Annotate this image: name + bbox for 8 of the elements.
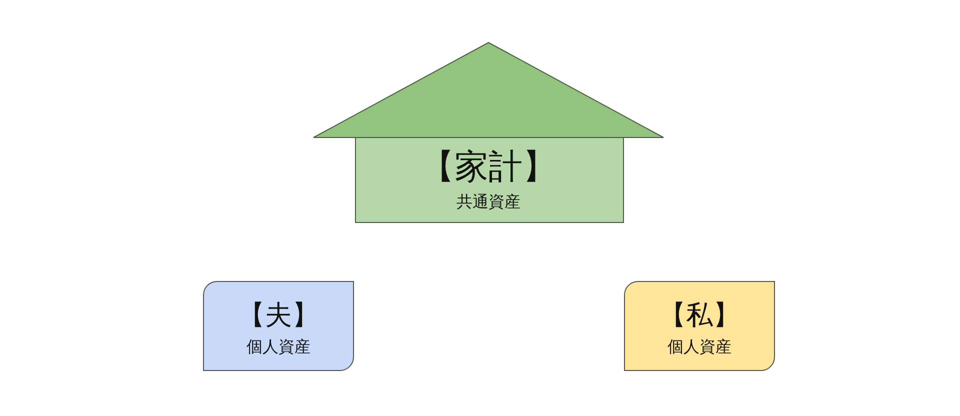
heading: 【私】 bbox=[659, 302, 740, 329]
subtitle: 個人資産 bbox=[246, 339, 310, 355]
asset-card bbox=[624, 281, 775, 371]
subtitle: 個人資産 bbox=[668, 339, 732, 355]
asset-card bbox=[203, 281, 354, 371]
subtitle: 共通資産 bbox=[456, 194, 520, 210]
heading: 【夫】 bbox=[238, 302, 319, 329]
heading: 【家計】 bbox=[420, 150, 556, 184]
